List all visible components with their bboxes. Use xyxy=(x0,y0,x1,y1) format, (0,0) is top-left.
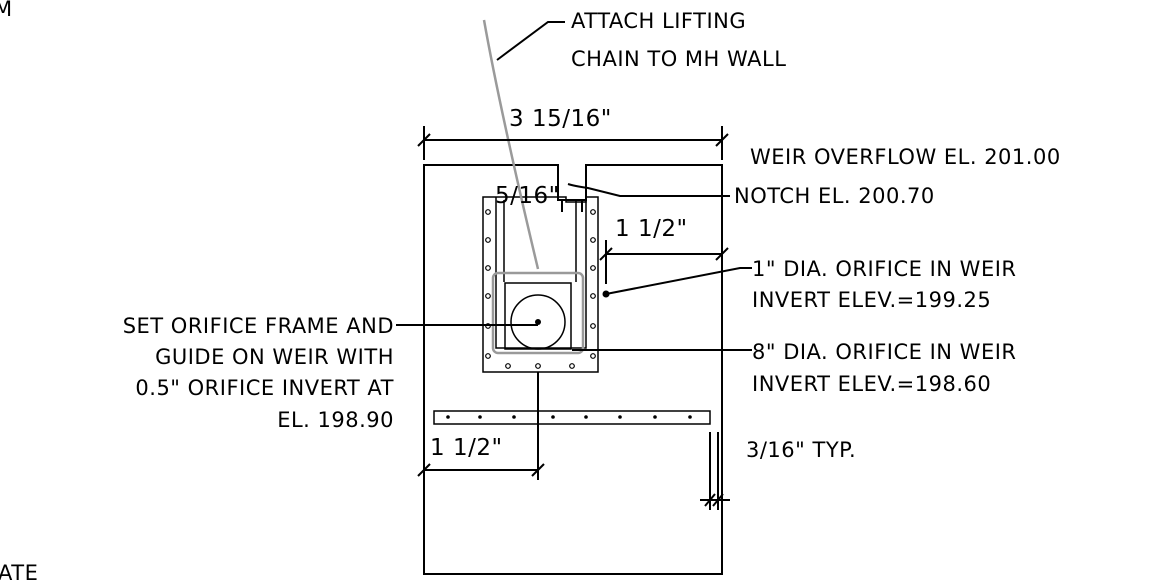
orifice-8in-circle xyxy=(510,294,566,350)
set-frame-label-4: EL. 198.90 xyxy=(277,408,394,432)
stiffener-bar xyxy=(433,410,711,425)
set-frame-label-2: GUIDE ON WEIR WITH xyxy=(155,345,394,369)
attach-chain-label-1: ATTACH LIFTING xyxy=(571,9,746,33)
orifice-8in-label-2: INVERT ELEV.=198.60 xyxy=(752,372,991,396)
notch-width-dimension xyxy=(558,199,586,212)
attach-chain-leader xyxy=(496,21,565,61)
orifice-frame-outer xyxy=(482,196,599,373)
notch-leader xyxy=(567,183,730,197)
set-frame-label-3: 0.5" ORIFICE INVERT AT xyxy=(135,376,394,400)
stiffener-bolts xyxy=(446,415,692,419)
bottom-offset-dimension xyxy=(417,372,545,484)
orifice-square xyxy=(504,282,572,350)
orifice-1in-leader xyxy=(605,267,752,295)
notch-width-text: 5/16" xyxy=(495,183,560,209)
overall-width-text: 3 15/16" xyxy=(509,106,612,132)
typ-gap-dimension xyxy=(700,432,730,510)
notch-el-label: NOTCH EL. 200.70 xyxy=(734,184,935,208)
weir-overflow-label: WEIR OVERFLOW EL. 201.00 xyxy=(750,145,1061,169)
partial-label-top: M xyxy=(0,0,13,21)
partial-label-bottom: ATE xyxy=(0,561,38,580)
orifice-plate xyxy=(491,271,585,355)
overall-width-dimension xyxy=(417,126,729,160)
orifice-1in-offset-text: 1 1/2" xyxy=(615,216,688,242)
orifice-1in-label-2: INVERT ELEV.=199.25 xyxy=(752,288,991,312)
orifice-8in-label-1: 8" DIA. ORIFICE IN WEIR xyxy=(752,340,1017,364)
frame-bolt-holes xyxy=(485,209,596,369)
orifice-8in-center xyxy=(535,319,541,325)
set-frame-label-1: SET ORIFICE FRAME AND xyxy=(123,314,394,338)
typ-gap-label: 3/16" TYP. xyxy=(746,438,856,462)
bottom-offset-text: 1 1/2" xyxy=(430,435,503,461)
attach-chain-label-2: CHAIN TO MH WALL xyxy=(571,47,786,71)
orifice-1in-offset-dimension xyxy=(599,240,729,290)
weir-plate-outline xyxy=(423,164,723,575)
guide-channel-rails xyxy=(503,200,577,282)
lifting-chain xyxy=(482,19,540,270)
orifice-1in-label-1: 1" DIA. ORIFICE IN WEIR xyxy=(752,257,1017,281)
